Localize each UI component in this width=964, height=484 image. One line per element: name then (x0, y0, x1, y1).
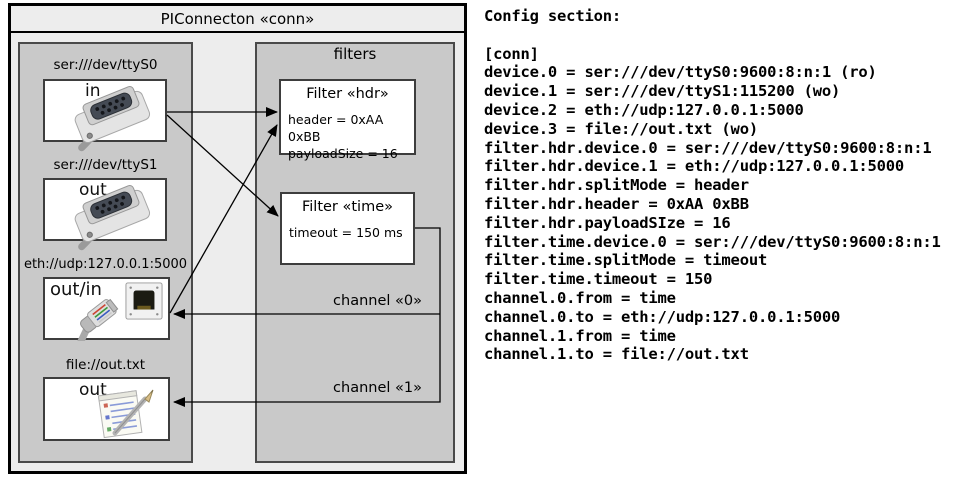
filter-box-hdr: Filter «hdr» header = 0xAA 0xBB payloadS… (279, 79, 416, 161)
device-uri-ttys1: ser:///dev/ttyS1 (53, 157, 158, 173)
config-line: filter.hdr.device.0 = ser:///dev/ttyS0:9… (484, 138, 932, 157)
config-line: device.1 = ser:///dev/ttyS1:115200 (wo) (484, 82, 841, 101)
connector-title: PIConnecton «conn» (11, 6, 464, 33)
serial-connector-icon (74, 185, 151, 251)
channel-0-label: channel «0» (333, 293, 422, 309)
device-box-eth: out/in (43, 277, 170, 341)
device-box-ttys0: in (43, 79, 167, 152)
config-line: filter.hdr.payloadSIze = 16 (484, 213, 731, 232)
config-line: filter.time.timeout = 150 (484, 270, 713, 289)
filters-panel-title: filters (333, 45, 377, 63)
config-line: device.0 = ser:///dev/ttyS0:9600:8:n:1 (… (484, 63, 877, 82)
config-line: filter.hdr.device.1 = eth://udp:127.0.0.… (484, 157, 905, 176)
config-section: Config section: [conn] device.0 = ser://… (484, 7, 962, 364)
config-line: [conn] (484, 44, 539, 63)
config-line: channel.0.to = eth://udp:127.0.0.1:5000 (484, 307, 841, 326)
config-line: device.2 = eth://udp:127.0.0.1:5000 (484, 100, 804, 119)
ethernet-jack-icon (125, 282, 163, 320)
filter-param: payloadSize = 16 (288, 146, 398, 161)
device-uri-eth: eth://udp:127.0.0.1:5000 (23, 257, 188, 272)
config-line: filter.time.device.0 = ser:///dev/ttyS0:… (484, 232, 941, 251)
config-heading: Config section: (484, 7, 621, 25)
config-line: channel.1.to = file://out.txt (484, 345, 749, 364)
device-uri-file: file://out.txt (65, 357, 146, 373)
filter-title: Filter «time» (301, 199, 394, 215)
config-line: channel.0.from = time (484, 288, 676, 307)
device-box-file: out (43, 377, 170, 441)
filter-title: Filter «hdr» (306, 86, 389, 102)
device-mode-label: out (79, 380, 107, 400)
device-mode-label: out/in (50, 279, 102, 300)
filter-box-time: Filter «time» timeout = 150 ms (280, 192, 415, 265)
device-box-ttys1: out (43, 178, 167, 251)
serial-connector-icon (74, 86, 151, 152)
channel-1-label: channel «1» (333, 380, 422, 396)
config-line: channel.1.from = time (484, 326, 676, 345)
ethernet-cable-icon (77, 298, 119, 341)
device-mode-label: out (79, 180, 107, 200)
filter-param: header = 0xAA 0xBB (288, 112, 384, 144)
config-line: filter.hdr.splitMode = header (484, 176, 749, 195)
config-line: filter.time.splitMode = timeout (484, 251, 768, 270)
config-line: device.3 = file://out.txt (wo) (484, 119, 758, 138)
notepad-pencil-icon (97, 389, 154, 439)
filter-param: timeout = 150 ms (289, 225, 403, 240)
device-mode-label: in (85, 81, 101, 101)
config-line: filter.hdr.header = 0xAA 0xBB (484, 194, 749, 213)
device-uri-ttys0: ser:///dev/ttyS0 (53, 57, 158, 73)
